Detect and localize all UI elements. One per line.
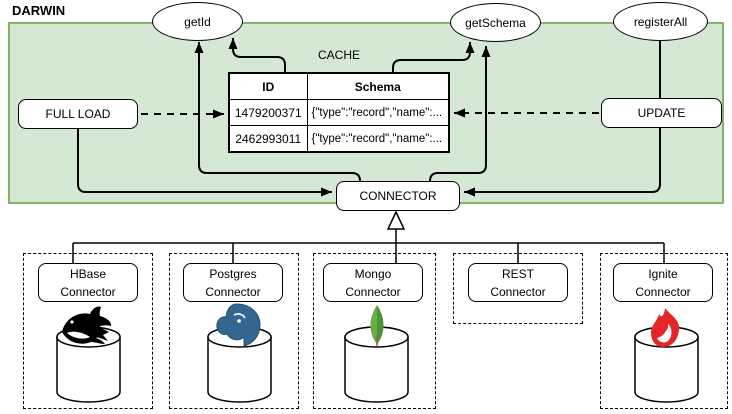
leaf-icon [370,305,384,346]
rest-connector-group [453,253,583,324]
postgres-connector-group [169,253,299,409]
hbase-connector-group [23,253,153,409]
rest-connector-suffix: Connector [490,284,546,299]
cache-row2-schema: {"type":"record","name":... [306,125,450,153]
method-getid-label: getId [184,14,211,29]
method-registerall: registerAll [613,2,708,41]
cache-table-header-row: ID Schema [228,72,450,100]
darwin-title: DARWIN [12,3,66,18]
ignite-connector-suffix: Connector [635,284,691,299]
orca-icon [62,306,112,344]
edge-connector-to-getschema [429,46,491,182]
edge-fullload-to-connector [77,129,332,197]
mongo-connector-name: Mongo [354,266,392,281]
method-registerall-label: registerAll [633,14,688,29]
connector-node: CONNECTOR [336,181,460,211]
flame-icon [651,308,680,347]
ignite-connector-node: Ignite Connector [613,263,713,302]
rest-connector-name: REST [501,266,534,281]
hbase-connector-name: HBase [69,266,107,281]
elephant-icon [216,303,261,347]
edge-cache-to-getid [228,38,286,73]
postgres-connector-suffix: Connector [205,284,261,299]
cache-col-schema: Schema [306,72,450,100]
update-node: UPDATE [601,98,722,128]
cache-col-id: ID [228,72,308,100]
cache-row1-schema: {"type":"record","name":... [306,99,450,126]
method-getid: getId [152,2,243,41]
full-load-node: FULL LOAD [18,99,138,129]
method-getschema-label: getSchema [465,15,526,30]
ignite-connector-group [600,253,728,409]
cache-row2-id: 2462993011 [228,125,308,153]
mongo-connector-suffix: Connector [345,284,401,299]
connector-label: CONNECTOR [359,189,437,203]
cache-table: ID Schema 1479200371 {"type":"record","n… [228,72,450,153]
cache-title: CACHE [317,48,360,62]
hbase-connector-suffix: Connector [60,284,116,299]
method-getschema: getSchema [450,3,541,42]
mongo-connector-node: Mongo Connector [323,263,423,302]
inheritance-triangle-icon [386,210,406,230]
postgres-connector-node: Postgres Connector [183,263,283,302]
edge-connector-to-getid [194,42,361,182]
rest-connector-node: REST Connector [468,263,568,302]
table-row: 1479200371 {"type":"record","name":... [228,99,450,126]
table-row: 2462993011 {"type":"record","name":... [228,125,450,153]
cache-row1-id: 1479200371 [228,99,308,126]
ignite-connector-name: Ignite [648,266,678,281]
postgres-connector-name: Postgres [209,266,257,281]
hbase-connector-node: HBase Connector [38,263,138,302]
mongo-connector-group [313,253,436,409]
update-label: UPDATE [637,106,686,120]
edge-cache-to-getschema [392,42,475,73]
full-load-label: FULL LOAD [45,107,111,121]
edge-registerall-to-connector [464,41,661,197]
